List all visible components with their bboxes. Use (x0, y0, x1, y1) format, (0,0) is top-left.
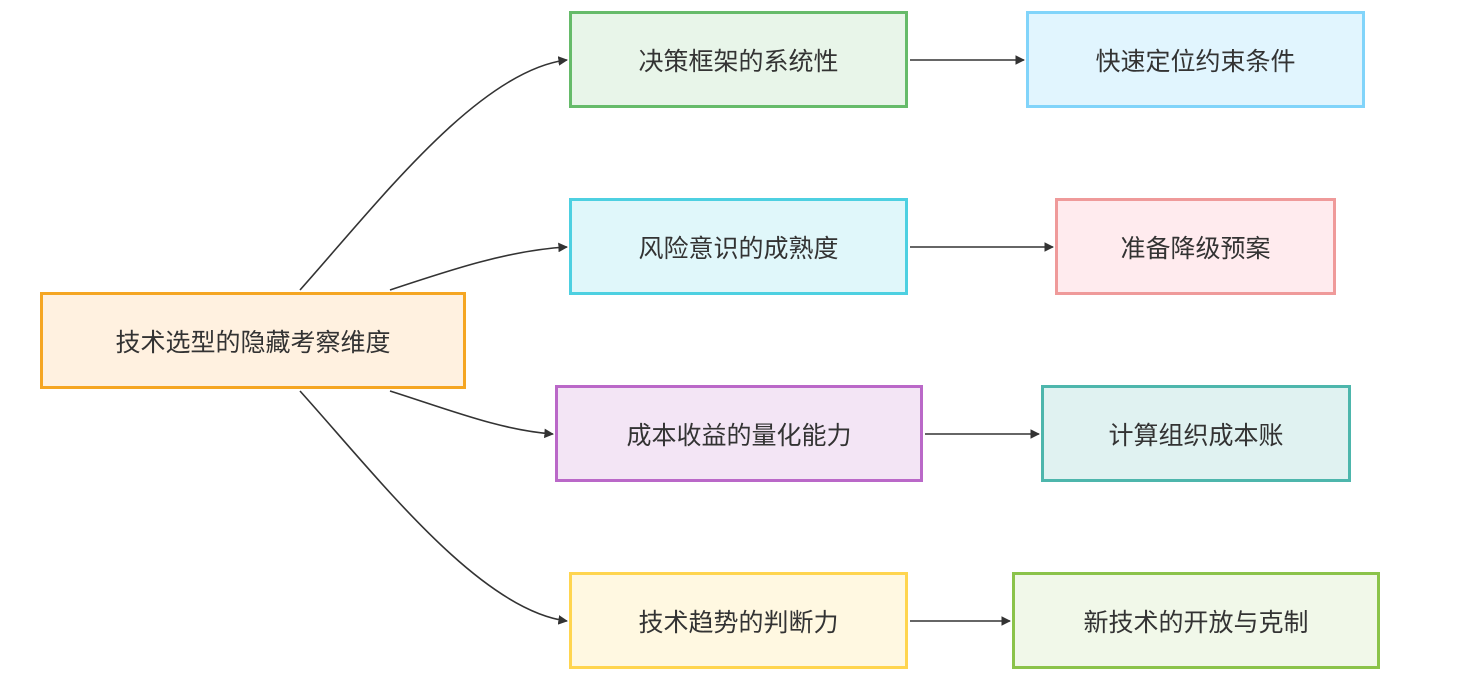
branch-node-decision-framework: 决策框架的系统性 (569, 11, 908, 108)
branch-node-label: 决策框架的系统性 (638, 46, 839, 76)
branch-node-risk-awareness: 风险意识的成熟度 (569, 198, 908, 295)
leaf-node-label: 新技术的开放与克制 (1083, 607, 1309, 637)
leaf-node-label: 快速定位约束条件 (1095, 46, 1296, 76)
edge-root-to-branch-3 (389, 390, 554, 439)
leaf-node-new-tech-balance: 新技术的开放与克制 (1012, 572, 1380, 669)
branch-node-label: 成本收益的量化能力 (626, 420, 852, 450)
branch-node-cost-benefit: 成本收益的量化能力 (555, 385, 923, 482)
root-node: 技术选型的隐藏考察维度 (40, 292, 466, 389)
edge-root-to-branch-2 (389, 242, 568, 291)
leaf-node-fallback-plan: 准备降级预案 (1055, 198, 1336, 295)
leaf-node-label: 准备降级预案 (1120, 233, 1271, 263)
leaf-node-org-cost: 计算组织成本账 (1041, 385, 1351, 482)
branch-node-label: 风险意识的成熟度 (638, 233, 839, 263)
leaf-node-label: 计算组织成本账 (1108, 420, 1284, 450)
root-node-label: 技术选型的隐藏考察维度 (115, 327, 391, 357)
leaf-node-constraints: 快速定位约束条件 (1026, 11, 1365, 108)
edge-root-to-branch-4 (299, 390, 568, 625)
branch-node-tech-trends: 技术趋势的判断力 (569, 572, 908, 669)
edge-root-to-branch-1 (299, 56, 568, 291)
branch-node-label: 技术趋势的判断力 (638, 607, 839, 637)
